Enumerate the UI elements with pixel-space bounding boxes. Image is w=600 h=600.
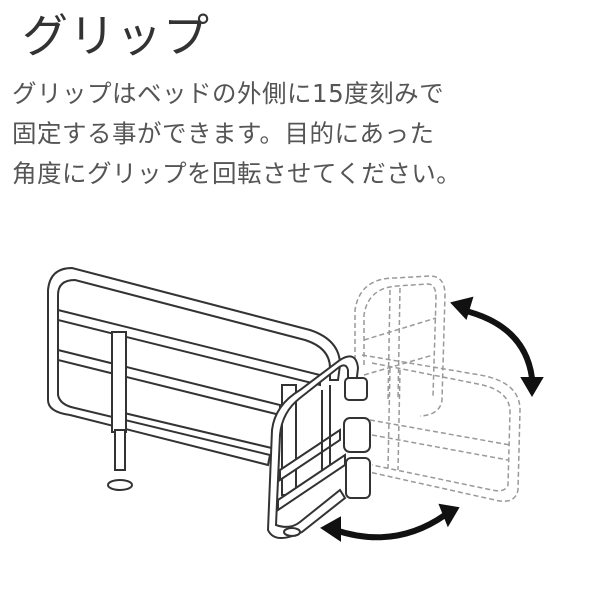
- curved-arrow-icon: [334, 512, 447, 541]
- curved-arrow-icon: [461, 307, 535, 379]
- ghost-grip-positions: [354, 275, 521, 502]
- description: グリップはベッドの外側に15度刻みで 固定する事ができます。目的にあった 角度に…: [12, 74, 461, 194]
- page-title: グリップ: [22, 9, 210, 63]
- bed-rail-illustration: [47, 266, 544, 542]
- description-line: 角度にグリップを回転させてください。: [12, 159, 462, 188]
- rotation-arrows: [320, 296, 544, 542]
- description-line: 固定する事ができます。目的にあった: [12, 119, 435, 148]
- description-line: グリップはベッドの外側に15度刻みで: [12, 79, 445, 108]
- grip: [266, 355, 371, 539]
